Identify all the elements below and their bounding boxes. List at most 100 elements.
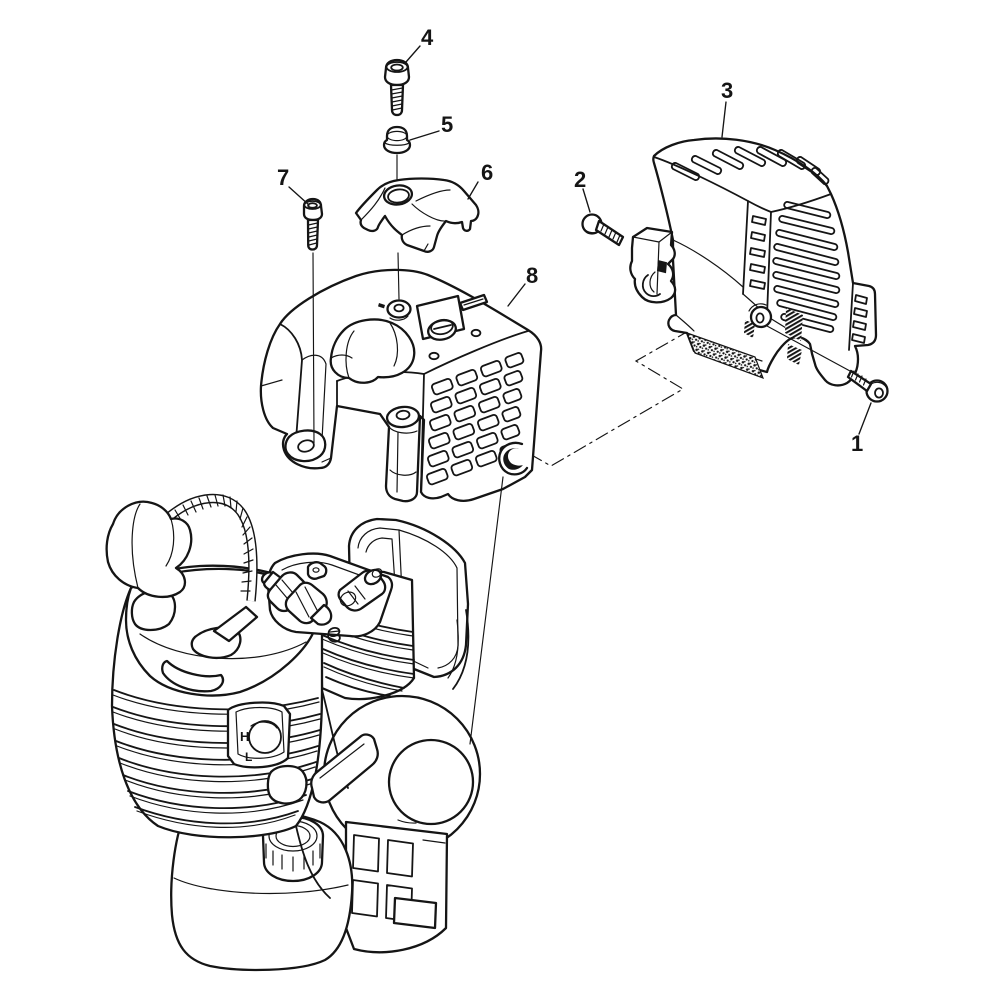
part-4-threads-detail-1	[390, 87, 404, 91]
part-8-grille-detail-23	[475, 450, 498, 468]
part-8-plug-hole-boss-detail-4	[389, 315, 409, 321]
engine-spark-plug-detail-8	[304, 586, 318, 611]
spark-plug-wire-detail-12	[239, 507, 244, 520]
part-8-grille-detail-12	[502, 388, 523, 405]
part-8-dome-detail-3	[389, 322, 399, 367]
engine-spark-plug-detail-5	[281, 579, 294, 594]
part-8-grille-detail-17	[427, 450, 450, 468]
engine-decomp-stub-detail-5	[354, 585, 366, 600]
part-3-side-louvers-detail-8	[776, 299, 838, 321]
axis-lines	[312, 154, 851, 745]
engine-cylinder: H L	[110, 564, 324, 839]
part-8-grille-detail-14	[452, 423, 476, 441]
part-3-grip-strip	[685, 331, 765, 380]
spark-plug-wire	[167, 493, 258, 602]
engine-decomp-stub-detail-3	[371, 568, 383, 578]
part-2-screw	[581, 213, 625, 247]
axis-lines-detail-5	[469, 476, 504, 745]
part-3-side-louvers-detail-7	[773, 285, 840, 308]
part-3-flange-group	[851, 294, 868, 344]
part-6-clamp-detail-8	[423, 243, 429, 252]
engine-cooling-fins	[112, 689, 321, 825]
part-8-screw-boss-detail-2	[395, 409, 411, 421]
callouts-detail-4	[405, 45, 421, 63]
engine-cylinder-right-detail-7	[325, 676, 391, 697]
engine-cooling-fins-inner-detail-1	[112, 694, 320, 715]
part-3-mount-bracket-detail-6	[649, 271, 656, 293]
part-2-threads-detail-4	[612, 231, 617, 240]
engine-cylinder-right-detail-6	[323, 662, 405, 689]
part-1-threads-detail-2	[854, 373, 859, 381]
callouts-detail-1	[858, 402, 872, 435]
part-3-screw-boss	[748, 303, 773, 329]
part-3-roof-vents-detail-1	[671, 162, 700, 181]
part-2-threads-detail-3	[608, 229, 613, 238]
part-8-grille-detail-5	[430, 396, 453, 414]
part-2-threads-detail-1	[600, 223, 605, 232]
callout-5: 5	[441, 112, 453, 137]
spark-plug-wire-detail-10	[229, 496, 232, 509]
spark-plug-wire-detail-9	[222, 494, 226, 507]
engine-spark-plug	[260, 570, 333, 626]
part-3-roof-vents-detail-3	[712, 149, 744, 170]
part-1-threads	[850, 370, 867, 386]
part-8-cylinder-cover-detail-10	[388, 426, 418, 434]
part-7-threads-detail-4	[308, 234, 318, 238]
part-4-bolt-detail-2	[385, 61, 409, 73]
axis-lines-detail-4	[766, 325, 851, 372]
callout-6: 6	[481, 160, 493, 185]
part-8-cylinder-cover-detail-3	[420, 373, 425, 491]
callouts-detail-8	[507, 283, 526, 307]
part-5-cap-detail-2	[386, 130, 408, 142]
engine-cooling-fins-detail-4	[115, 740, 319, 761]
part-3-engine-cover-detail-3	[770, 193, 832, 213]
part-6-clamp-detail-4	[360, 187, 386, 221]
part-8-cylinder-cover-detail-6	[301, 354, 327, 441]
part-4-threads	[390, 87, 404, 111]
part-3-screw-boss-detail-1	[749, 305, 773, 329]
engine-cylinder-detail-3	[161, 659, 225, 693]
part-3-roof-vents-detail-5	[756, 146, 787, 167]
callouts-detail-2	[582, 188, 591, 213]
part-3-mount-bracket-detail-5	[641, 274, 661, 298]
part-7-threads-detail-2	[307, 226, 318, 230]
engine-assembly: H L	[105, 493, 482, 972]
part-3-side-louvers	[772, 201, 841, 333]
spark-plug-wire-detail-5	[190, 500, 197, 513]
part-3-screw-boss-detail-3	[755, 312, 765, 324]
engine-cooling-fins-detail-3	[113, 723, 321, 744]
part-3-engine-cover-detail-6	[672, 239, 744, 288]
part-3-pillar-vents-detail-1	[751, 215, 767, 226]
carb-adjust-label-high: H	[240, 729, 249, 744]
part-8-plug-hole-boss-detail-3	[378, 303, 385, 309]
engine-spark-plug-detail-9	[309, 603, 333, 626]
part-3-engine-cover-detail-7	[675, 314, 695, 332]
part-8-grille	[426, 352, 525, 486]
callout-4: 4	[421, 25, 434, 50]
spark-plug-wire-detail-18	[242, 570, 253, 574]
part-3-roof-vents-detail-8	[810, 167, 830, 185]
part-3-flange-detail-5	[851, 333, 866, 344]
part-4-threads-detail-3	[391, 95, 403, 99]
engine-bracket-detail-1	[310, 733, 379, 804]
part-8-grille-detail-19	[476, 432, 499, 450]
part-2-threads	[600, 223, 621, 243]
part-8-grille-detail-22	[450, 459, 474, 477]
engine-decomp-stub-detail-4	[347, 590, 359, 605]
axis-lines-detail-2	[397, 252, 400, 300]
part-8-dome	[329, 318, 416, 384]
engine-decomp-stub	[337, 568, 387, 612]
part-1-threads-detail-4	[862, 378, 867, 386]
part-7-threads-detail-1	[307, 222, 318, 226]
spark-plug-boot-detail-2	[131, 503, 141, 589]
part-4-threads-detail-2	[390, 91, 404, 95]
part-8-plug-hole-boss-detail-2	[393, 303, 405, 313]
part-5-cap-detail-3	[384, 142, 410, 146]
part-3-pillar-vents-detail-3	[749, 247, 766, 258]
callout-3: 3	[721, 78, 733, 103]
spark-plug-wire-detail-14	[242, 526, 251, 536]
engine-cylinder-right-detail-12	[323, 666, 403, 692]
part-7-screw	[302, 197, 324, 251]
part-3-engine-cover	[629, 137, 878, 387]
